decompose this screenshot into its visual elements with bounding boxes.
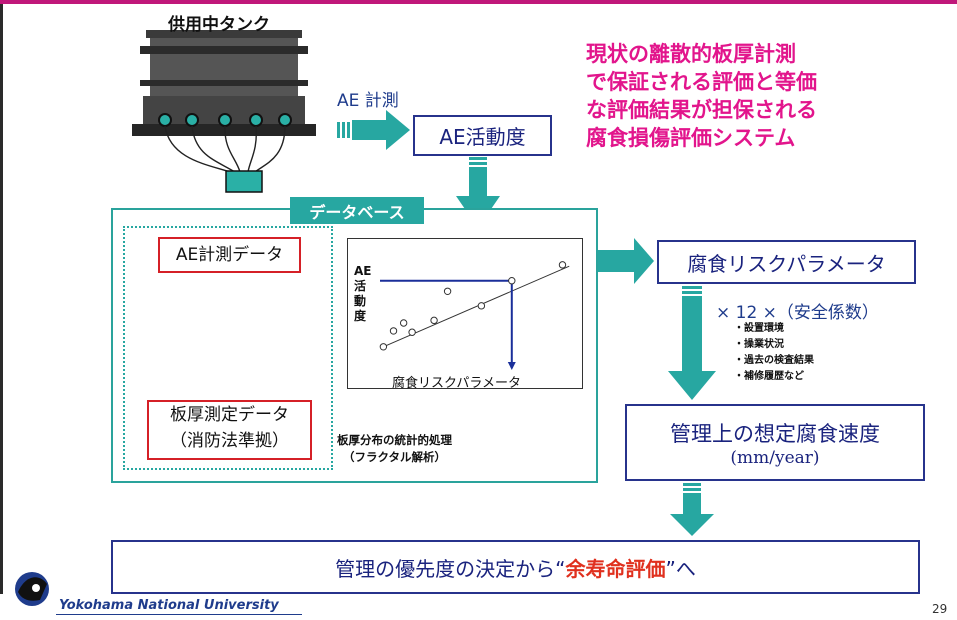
university-name: Yokohama National University xyxy=(59,598,279,613)
data-point xyxy=(443,287,452,295)
ae-activity-box: AE活動度 xyxy=(413,115,552,156)
stat-note-line: （フラクタル解析） xyxy=(342,450,447,464)
data-point xyxy=(558,261,567,269)
final-conclusion-box: 管理の優先度の決定から“余寿命評価”へ xyxy=(111,540,920,594)
corrosion-rate-box: 管理上の想定腐食速度 (mm/year) xyxy=(625,404,925,481)
corrosion-rate-title: 管理上の想定腐食速度 xyxy=(670,421,880,446)
left-border xyxy=(0,4,3,594)
data-point xyxy=(430,316,438,325)
description-line: な評価結果が担保される xyxy=(586,98,817,122)
tank-label: 供用中タンク xyxy=(168,15,270,35)
input-data-group xyxy=(123,226,333,470)
ae-data-box: AE計測データ xyxy=(158,237,301,273)
data-point xyxy=(389,327,398,335)
database-tab: データベース xyxy=(290,197,424,224)
thickness-data-title: 板厚測定データ xyxy=(170,405,289,425)
data-point xyxy=(508,277,516,285)
factor-item: ・操業状況 xyxy=(734,339,784,350)
description-line: 腐食損傷評価システム xyxy=(586,126,796,150)
data-point xyxy=(477,302,486,310)
stat-note-line: 板厚分布の統計的処理 xyxy=(337,433,452,447)
risk-parameter-box: 腐食リスクパラメータ xyxy=(657,240,916,284)
arrow-ae-measure xyxy=(337,110,410,150)
description-line: 現状の離散的板厚計測 xyxy=(586,42,796,66)
final-text-highlight: 余寿命評価 xyxy=(565,556,666,581)
arrow-to-risk-param xyxy=(598,238,654,284)
final-text-before: 管理の優先度の決定から“ xyxy=(335,556,566,581)
statistical-processing-note: 板厚分布の統計的処理 （フラクタル解析） xyxy=(337,432,452,466)
top-accent-bar xyxy=(0,0,957,4)
description-line: で保証される評価と等価 xyxy=(586,70,817,94)
corrosion-rate-unit: (mm/year) xyxy=(730,447,820,468)
marker-arrowhead xyxy=(507,362,516,370)
ae-measure-label: AE 計測 xyxy=(337,91,399,111)
chart-x-axis-label: 腐食リスクパラメータ xyxy=(392,376,521,391)
factor-item: ・設置環境 xyxy=(734,323,784,334)
scatter-chart xyxy=(347,238,583,389)
university-logo xyxy=(15,572,49,606)
factor-item: ・過去の検査結果 xyxy=(734,355,814,366)
system-description: 現状の離散的板厚計測 で保証される評価と等価 な評価結果が担保される 腐食損傷評… xyxy=(586,40,817,152)
thickness-data-box: 板厚測定データ （消防法準拠） xyxy=(147,400,312,460)
page-number: 29 xyxy=(932,602,948,616)
factor-item: ・補修履歴など xyxy=(734,371,804,382)
tank-illustration xyxy=(132,30,316,193)
factor-list: ・設置環境 ・操業状況 ・過去の検査結果 ・補修履歴など xyxy=(734,321,814,385)
chart-plot xyxy=(379,261,570,370)
chart-y-axis-label: AE活動度 xyxy=(354,264,372,323)
arrow-risk-to-rate xyxy=(668,286,716,400)
thickness-data-note: （消防法準拠） xyxy=(170,431,289,451)
university-underline xyxy=(56,614,302,615)
safety-factor-label: × 12 ×（安全係数） xyxy=(716,303,879,323)
final-text-after: ”へ xyxy=(665,556,696,581)
data-point xyxy=(408,328,416,336)
arrow-rate-to-final xyxy=(670,483,714,536)
data-point xyxy=(379,343,388,351)
data-point xyxy=(399,319,408,327)
